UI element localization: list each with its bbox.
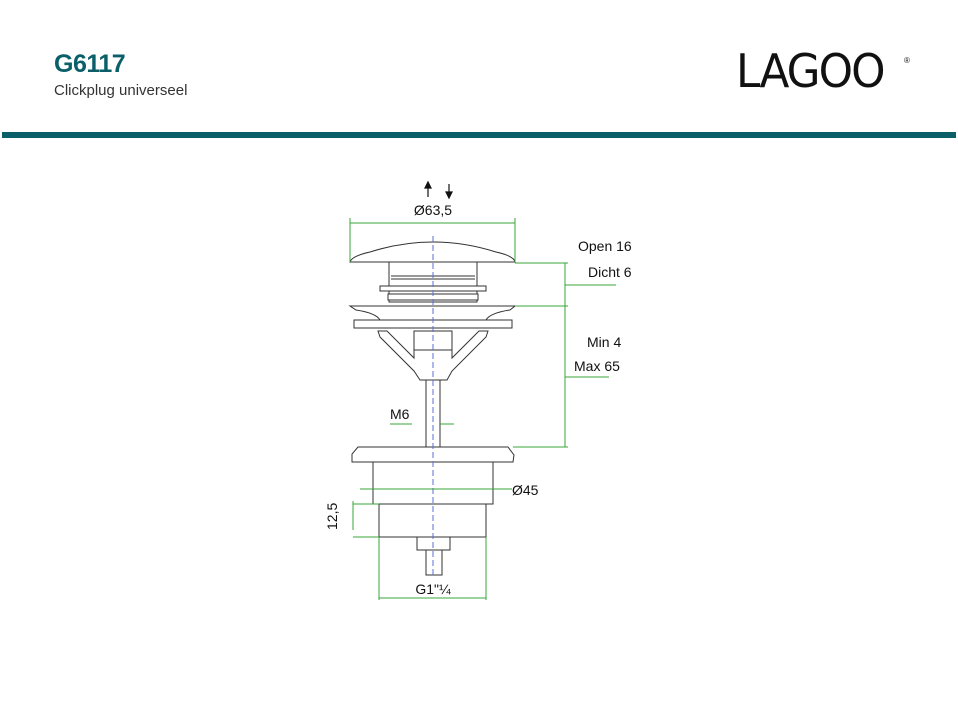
dim-rod-thread: M6 [390, 406, 410, 422]
dim-diameter-body: Ø45 [512, 482, 539, 498]
dim-thread-height: 12,5 [324, 503, 340, 530]
plug-cap [349, 241, 516, 263]
product-name: Clickplug universeel [54, 82, 188, 99]
dim-open: Open 16 [578, 238, 632, 254]
dim-diameter-top: Ø63,5 [414, 202, 452, 218]
dim-min: Min 4 [587, 334, 621, 350]
brand-logo: LAGOO [736, 44, 886, 98]
dim-closed: Dicht 6 [588, 264, 632, 280]
dim-max: Max 65 [574, 358, 620, 374]
stem [425, 549, 443, 576]
header-divider [2, 132, 956, 138]
product-code: G6117 [54, 50, 126, 78]
registered-mark-icon: ® [904, 56, 910, 65]
dim-thread: G1"¼ [415, 581, 451, 597]
